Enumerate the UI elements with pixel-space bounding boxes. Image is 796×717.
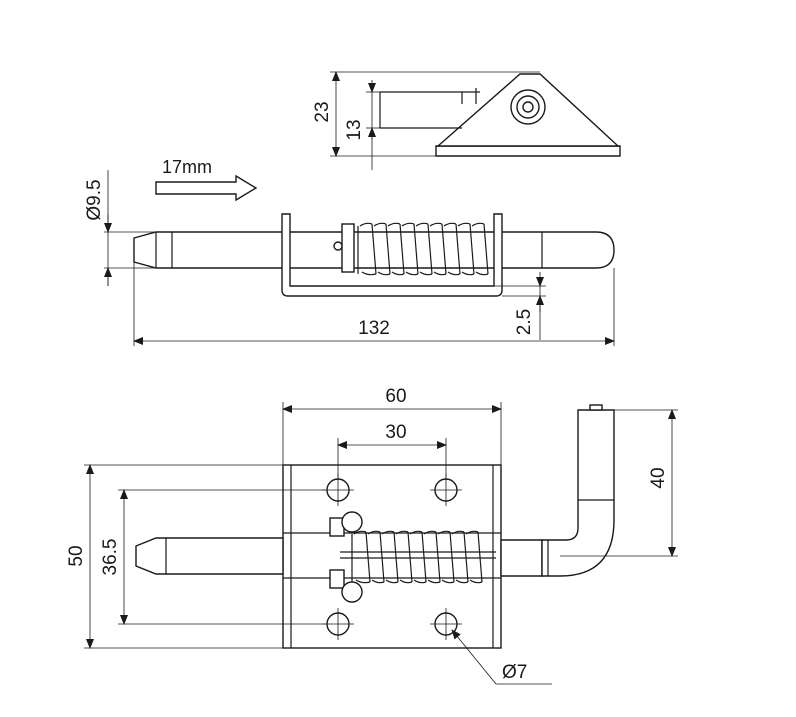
top-end-view: 23 13 xyxy=(312,71,621,170)
arrow-right-icon xyxy=(155,174,258,202)
dim-label-overall-length: 132 xyxy=(358,318,390,339)
crosshair-hole-icon xyxy=(322,608,354,640)
spring-icon xyxy=(340,530,496,584)
front-plate xyxy=(282,464,502,649)
dim-label-pin-diameter: Ø9.5 xyxy=(84,179,105,220)
dim-label-height-total: 23 xyxy=(312,101,333,122)
crosshair-hole-icon xyxy=(322,474,354,506)
front-pin xyxy=(135,537,284,575)
dim-label-plate-width: 60 xyxy=(385,386,406,407)
dim-label-hole-vertical-spacing: 36.5 xyxy=(100,539,121,576)
dim-label-plate-height: 50 xyxy=(66,545,87,566)
dim-label-handle-height: 40 xyxy=(648,467,669,488)
hole-leader-line xyxy=(451,629,497,685)
knob-top xyxy=(341,511,363,533)
knob-bottom-base xyxy=(329,569,345,589)
dim-label-hole-diameter: Ø7 xyxy=(502,662,527,683)
dim-label-hole-spacing: 30 xyxy=(385,422,406,443)
stroke-label: 17mm xyxy=(162,157,212,177)
side-channel xyxy=(281,213,503,297)
spring-icon xyxy=(333,222,489,276)
knob-bottom xyxy=(341,581,363,603)
end-view-pin xyxy=(379,91,480,129)
crosshair-hole-icon xyxy=(430,474,462,506)
dim-label-gap: 2.5 xyxy=(514,309,535,335)
front-handle xyxy=(541,409,615,577)
front-view: 60 30 50 36.5 40 Ø7 xyxy=(66,386,678,685)
dim-label-height-pin: 13 xyxy=(344,119,365,140)
end-view-base xyxy=(435,145,621,157)
side-view: 17mm Ø9.5 2.5 xyxy=(84,157,615,346)
